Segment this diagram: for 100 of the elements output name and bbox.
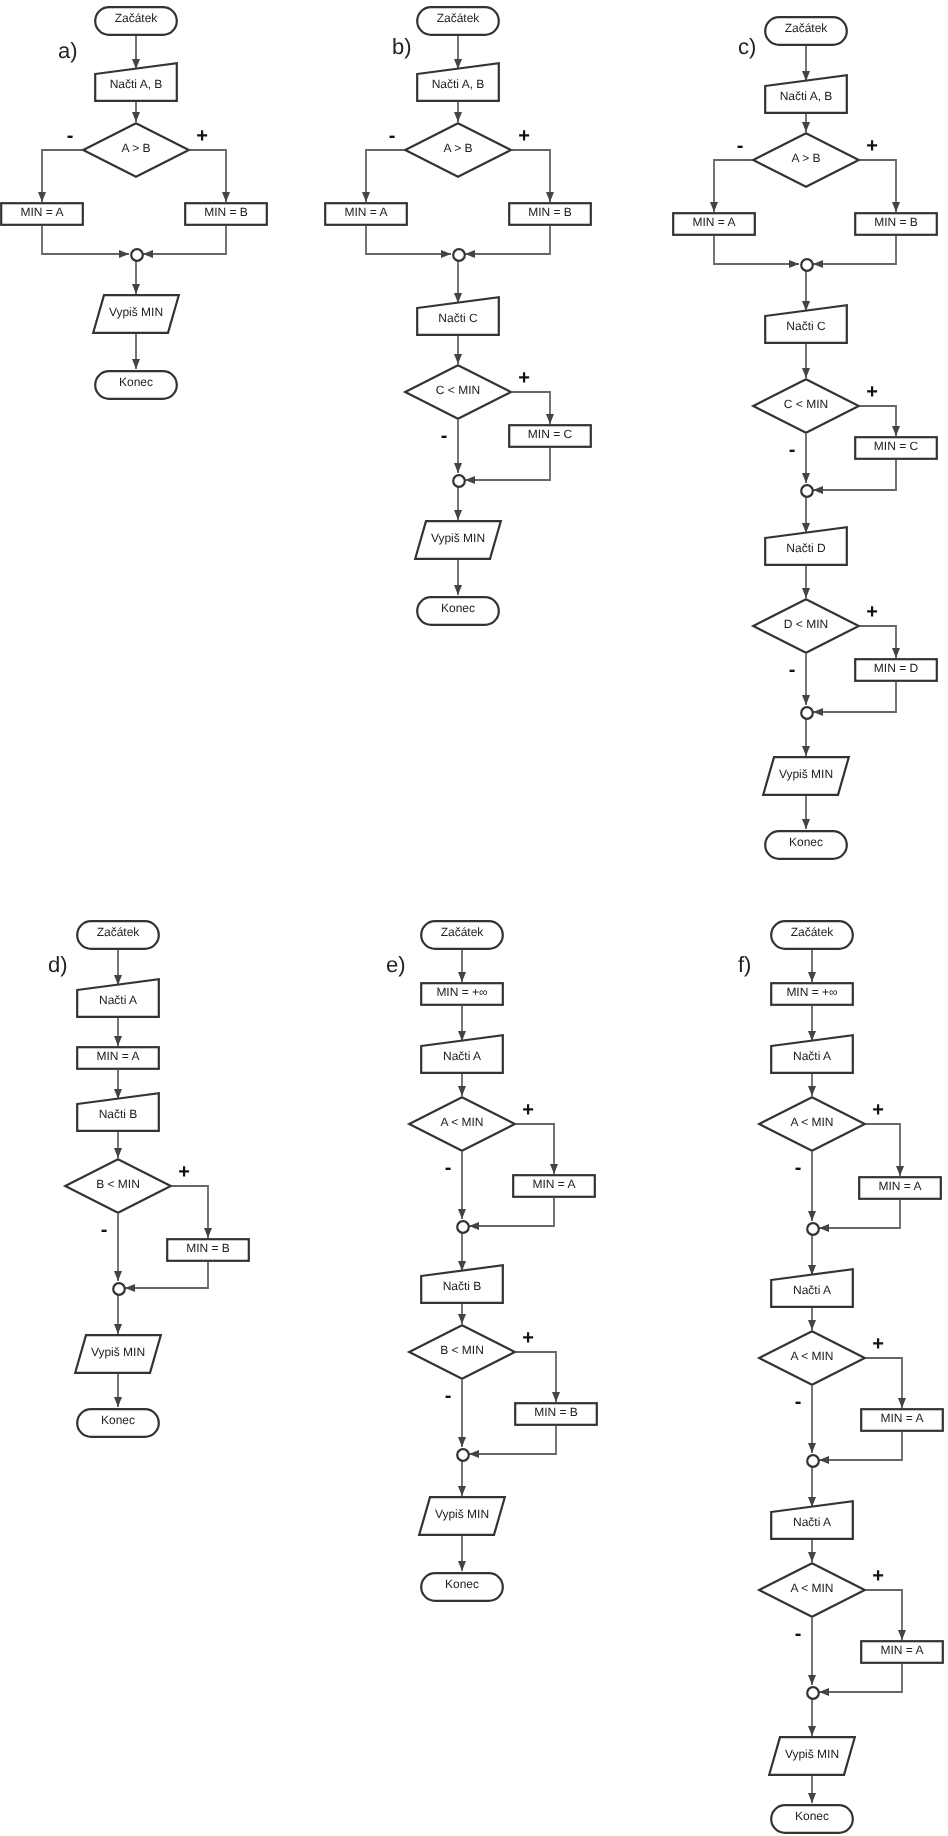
flow-arrow — [362, 149, 405, 203]
input-shape — [76, 978, 160, 1018]
flow-arrow — [458, 948, 466, 983]
flow-arrow — [802, 565, 810, 599]
decision-diamond — [758, 1330, 866, 1386]
flow-arrow — [808, 1307, 816, 1331]
flow-arrow — [365, 225, 452, 258]
decision-diamond — [404, 122, 512, 178]
output-parallelogram — [74, 1334, 162, 1374]
decision-diamond — [758, 1096, 866, 1152]
flow-arrow — [454, 101, 462, 123]
flow-arrow — [132, 34, 140, 70]
panel-letter: e) — [386, 956, 406, 978]
process-box — [0, 202, 84, 226]
junction-circle — [799, 257, 813, 271]
edge-label: - — [788, 442, 796, 462]
edge-label: - — [794, 1626, 802, 1646]
flow-arrow — [454, 419, 462, 474]
junction-circle — [799, 483, 813, 497]
input-shape — [770, 1268, 854, 1308]
flow-arrow — [818, 1663, 903, 1696]
decision-diamond — [408, 1096, 516, 1152]
junction-circle — [799, 705, 813, 719]
panel-letter: c) — [738, 38, 757, 60]
process-box — [854, 212, 938, 236]
process-box — [860, 1640, 944, 1664]
flow-arrow — [38, 149, 83, 203]
edge-label: - — [440, 428, 448, 448]
output-parallelogram — [414, 520, 502, 560]
edge-label: + — [522, 1102, 534, 1122]
flow-arrow — [808, 1617, 816, 1686]
output-parallelogram — [762, 756, 850, 796]
flow-arrow — [812, 459, 897, 494]
flow-arrow — [808, 1698, 816, 1737]
input-shape — [764, 74, 848, 114]
edge-label: + — [196, 128, 208, 148]
flow-arrow — [511, 391, 554, 425]
flow-arrow — [802, 653, 810, 706]
output-parallelogram — [418, 1496, 506, 1536]
edge-label: - — [66, 128, 74, 148]
panel-letter: f) — [738, 956, 752, 978]
edge-label: - — [444, 1388, 452, 1408]
flow-arrow — [808, 1775, 816, 1804]
flow-arrow — [468, 1197, 555, 1230]
flow-arrow — [515, 1123, 558, 1175]
flow-arrow — [808, 1234, 816, 1276]
flow-arrow — [808, 1466, 816, 1508]
process-box — [860, 1408, 944, 1432]
edge-label: - — [100, 1222, 108, 1242]
junction-circle — [111, 1281, 125, 1295]
flow-arrow — [802, 433, 810, 484]
process-box — [324, 202, 408, 226]
process-box — [76, 1046, 160, 1070]
flow-arrow — [808, 1151, 816, 1222]
output-parallelogram — [92, 294, 180, 334]
input-shape — [420, 1264, 504, 1304]
panel-letter: a) — [58, 42, 78, 64]
decision-diamond — [752, 598, 860, 654]
decision-diamond — [752, 378, 860, 434]
flow-arrow — [812, 681, 897, 716]
flow-arrow — [818, 1431, 903, 1464]
input-shape — [770, 1034, 854, 1074]
flow-arrow — [865, 1357, 906, 1409]
flow-arrow — [132, 260, 140, 295]
edge-label: + — [518, 370, 530, 390]
flow-arrow — [458, 1379, 466, 1448]
flow-arrow — [454, 559, 462, 596]
process-box — [770, 982, 854, 1006]
edge-label: - — [794, 1160, 802, 1180]
flow-arrow — [865, 1589, 906, 1641]
flow-arrow — [142, 225, 227, 258]
flow-arrow — [713, 235, 800, 268]
junction-circle — [805, 1453, 819, 1467]
process-box — [420, 982, 504, 1006]
input-shape — [770, 1500, 854, 1540]
flow-arrow — [802, 44, 810, 82]
flow-arrow — [808, 1005, 816, 1042]
flow-arrow — [802, 270, 810, 312]
output-parallelogram — [768, 1736, 856, 1776]
edge-label: + — [872, 1568, 884, 1588]
flow-arrow — [454, 34, 462, 70]
decision-diamond — [752, 132, 860, 188]
flow-arrow — [464, 225, 551, 258]
flow-arrow — [114, 1069, 122, 1100]
input-shape — [420, 1034, 504, 1074]
flow-arrow — [114, 1017, 122, 1047]
process-box — [858, 1176, 942, 1200]
flow-arrow — [454, 335, 462, 365]
flow-arrow — [132, 101, 140, 123]
flow-arrow — [808, 1073, 816, 1097]
flow-arrow — [114, 1213, 122, 1282]
edge-label: + — [866, 604, 878, 624]
flow-arrow — [171, 1185, 212, 1239]
flow-arrow — [865, 1123, 904, 1177]
decision-diamond — [408, 1324, 516, 1380]
flow-arrow — [458, 1460, 466, 1497]
decision-diamond — [64, 1158, 172, 1214]
edge-label: - — [794, 1394, 802, 1414]
decision-diamond — [82, 122, 190, 178]
input-shape — [76, 1092, 160, 1132]
